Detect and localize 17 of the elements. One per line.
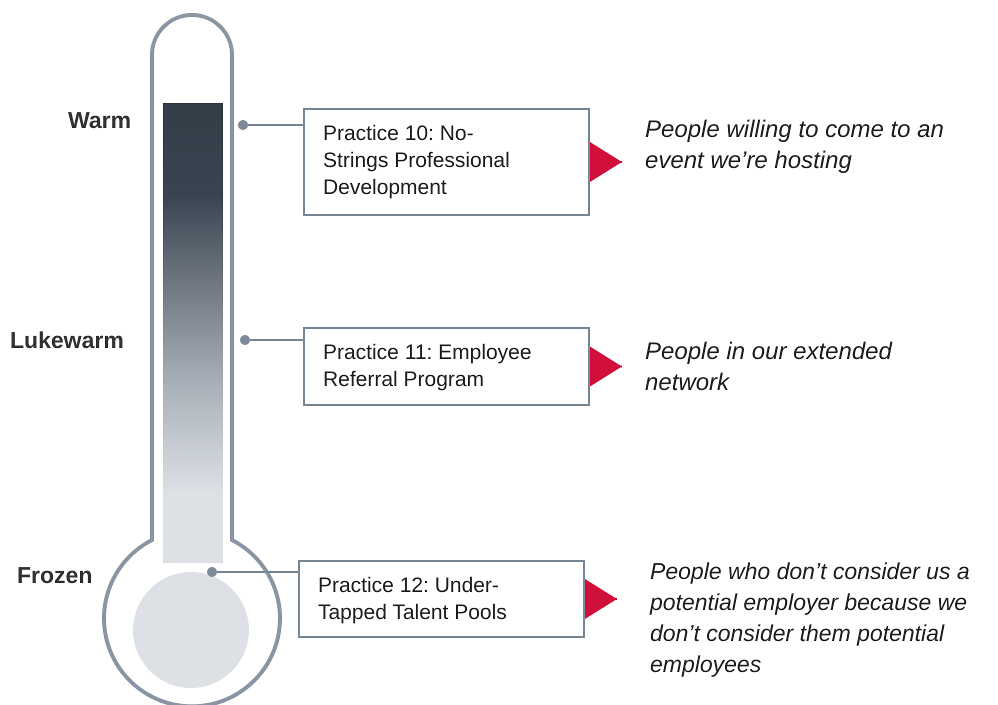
leader-line [248, 124, 303, 126]
chevron-arrow [585, 579, 617, 619]
practice-box: Practice 10: No-Strings Professional Development [303, 108, 590, 216]
level-label: Frozen [17, 562, 92, 589]
practice-box: Practice 12: Under-Tapped Talent Pools [298, 560, 585, 638]
leader-line [250, 339, 303, 341]
description-text: People in our extended network [622, 336, 942, 398]
marker-dot [238, 120, 248, 130]
chevron-arrow [590, 346, 622, 386]
level-label: Lukewarm [10, 327, 124, 354]
marker-dot [240, 335, 250, 345]
practice-box: Practice 11: Employee Referral Program [303, 327, 590, 406]
level-label: Warm [68, 107, 132, 134]
leader-line [217, 571, 298, 573]
description-text: People willing to come to an event we’re hosting [622, 114, 998, 176]
chevron-arrow [590, 142, 622, 182]
description-text: People who don’t consider us a potential employer because we don’t consider them potential employees [617, 556, 998, 680]
